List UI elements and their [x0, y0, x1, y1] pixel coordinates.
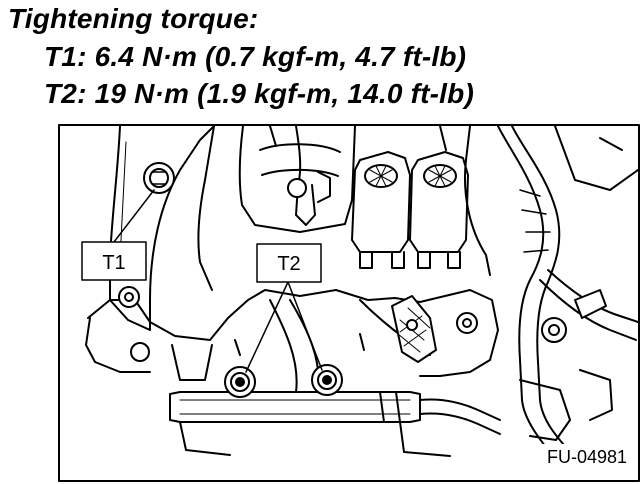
injector-connectors — [351, 151, 469, 269]
lower-manifold-flange — [85, 286, 499, 381]
t2-leader-line-left — [245, 281, 289, 373]
centre-intake-neck — [238, 125, 356, 233]
t2-callout-label: T2 — [277, 253, 300, 275]
t2-bolt-left — [224, 366, 256, 398]
t1-callout: T1 — [81, 241, 147, 281]
t1-callout-label: T1 — [102, 252, 125, 274]
right-sensor-bracket — [519, 317, 613, 441]
t2-bolt-right — [311, 364, 343, 396]
wiring-harness — [497, 125, 639, 461]
left-intake-runner — [109, 125, 215, 331]
t2-leader-line-right — [287, 281, 323, 371]
engine-intake-manifold-illustration: T1 T2 FU-04981 — [58, 124, 640, 482]
torque-specification-header: Tightening torque: T1: 6.4 N·m (0.7 kgf-… — [0, 0, 640, 115]
right-intake-runner — [439, 125, 491, 276]
injector-harness-connector — [391, 295, 437, 363]
t1-bolt — [143, 162, 175, 194]
figure-id-label: FU-04981 — [547, 447, 627, 467]
torque-heading: Tightening torque: — [8, 3, 259, 34]
torque-spec-t1: T1: 6.4 N·m (0.7 kgf-m, 4.7 ft-lb) — [44, 41, 467, 72]
fuel-pipe — [169, 299, 501, 457]
t2-callout: T2 — [256, 243, 322, 283]
torque-spec-t2: T2: 19 N·m (1.9 kgf-m, 14.0 ft-lb) — [44, 78, 474, 109]
t1-leader-line — [113, 189, 155, 243]
